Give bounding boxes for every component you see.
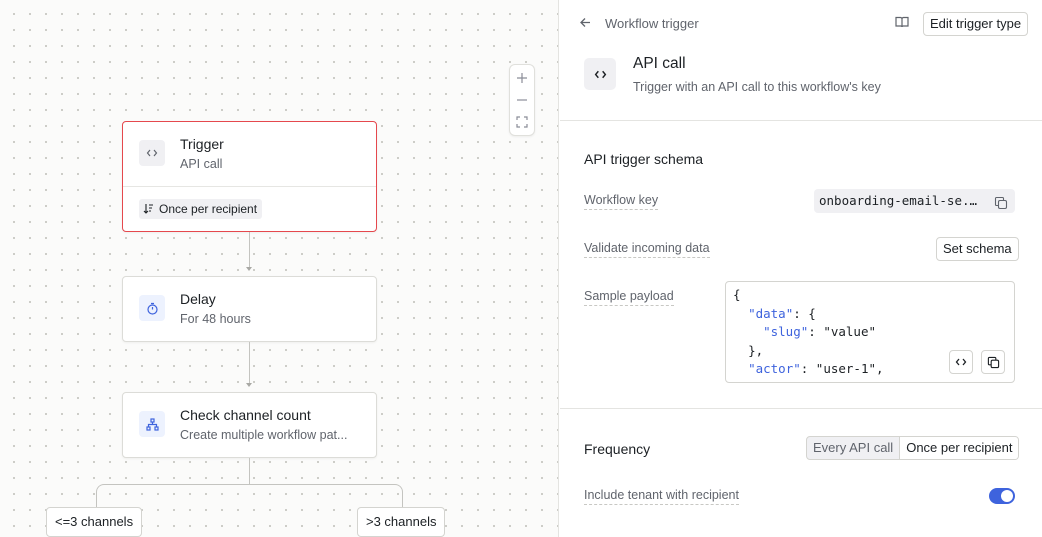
fit-view-icon[interactable] <box>512 112 532 132</box>
back-arrow-icon[interactable] <box>577 14 593 30</box>
zoom-controls <box>509 64 535 136</box>
node-title: Delay <box>180 291 216 307</box>
code-line: }, <box>733 342 1007 361</box>
copy-icon[interactable] <box>994 194 1008 210</box>
code-value: : "user-1", <box>800 361 884 377</box>
frequency-segmented-control: Every API call Once per recipient <box>806 436 1020 460</box>
edge-connector <box>249 342 250 384</box>
workflow-key-field[interactable]: onboarding-email-se... <box>814 189 1015 213</box>
code-line: { <box>733 286 1007 305</box>
frequency-badge: Once per recipient <box>139 198 263 219</box>
workflow-key-value: onboarding-email-se... <box>819 193 984 208</box>
node-subtitle: For 48 hours <box>180 312 251 326</box>
include-tenant-toggle[interactable] <box>989 488 1015 504</box>
node-title: Check channel count <box>180 407 311 423</box>
branch-icon <box>139 411 165 437</box>
delay-node[interactable]: Delay For 48 hours <box>122 276 377 342</box>
code-value: }, <box>748 342 764 358</box>
edge-arrow <box>246 383 252 387</box>
edge-arrow <box>246 267 252 271</box>
branch-label-left[interactable]: <=3 channels <box>46 507 143 537</box>
code-value: : [ <box>838 380 861 382</box>
zoom-in-icon[interactable] <box>512 68 532 88</box>
workflow-canvas[interactable]: Trigger API call Once per recipient Dela… <box>0 0 559 537</box>
node-subtitle: API call <box>180 157 223 171</box>
zoom-out-icon[interactable] <box>512 90 532 110</box>
book-icon[interactable] <box>895 15 911 31</box>
schema-section-title: API trigger schema <box>584 151 704 167</box>
trigger-node[interactable]: Trigger API call Once per recipient <box>122 121 377 232</box>
trigger-settings-panel: Workflow trigger Edit trigger type API c… <box>560 0 1042 537</box>
sample-payload-label: Sample payload <box>584 289 674 306</box>
trigger-type-description: Trigger with an API call to this workflo… <box>633 80 881 94</box>
code-value: : "value" <box>808 324 876 340</box>
sort-icon <box>143 204 153 214</box>
set-schema-button[interactable]: Set schema <box>936 237 1019 261</box>
divider <box>560 120 1042 121</box>
code-line: "actor": "user-1", <box>733 360 1007 379</box>
toggle-knob <box>1001 490 1013 502</box>
frequency-option-once-per-recipient[interactable]: Once per recipient <box>899 437 1019 459</box>
code-brackets-icon <box>584 58 616 90</box>
branch-node[interactable]: Check channel count Create multiple work… <box>122 392 377 458</box>
copy-payload-icon[interactable] <box>981 350 1005 374</box>
frequency-label: Frequency <box>584 441 651 457</box>
frequency-badge-label: Once per recipient <box>159 201 258 216</box>
validate-data-label: Validate incoming data <box>584 241 710 258</box>
node-subtitle: Create multiple workflow pat... <box>180 428 348 442</box>
code-brackets-icon <box>139 140 165 166</box>
code-line: "slug": "value" <box>733 323 1007 342</box>
node-title: Trigger <box>180 136 224 152</box>
code-line: "data": { <box>733 305 1007 324</box>
include-tenant-label: Include tenant with recipient <box>584 488 739 505</box>
workflow-key-label: Workflow key <box>584 193 659 210</box>
code-key: "data" <box>748 305 794 321</box>
stopwatch-icon <box>139 295 165 321</box>
branch-label-right[interactable]: >3 channels <box>357 507 446 537</box>
code-view-icon[interactable] <box>949 350 973 374</box>
trigger-type-title: API call <box>633 55 686 72</box>
code-key: "recipients" <box>748 380 838 382</box>
code-value: { <box>733 287 741 302</box>
code-key: "slug" <box>763 324 809 340</box>
code-line: "recipients": [ <box>733 379 1007 382</box>
panel-header-title: Workflow trigger <box>605 16 699 31</box>
branch-edge-left <box>96 484 250 508</box>
edge-connector <box>249 232 250 268</box>
edit-trigger-type-button[interactable]: Edit trigger type <box>923 12 1029 36</box>
branch-edge-right <box>249 484 403 508</box>
divider <box>560 408 1042 409</box>
frequency-option-every-call[interactable]: Every API call <box>813 440 894 455</box>
code-key: "actor" <box>748 361 801 377</box>
code-value: : { <box>793 305 816 321</box>
edge-connector <box>249 458 250 484</box>
